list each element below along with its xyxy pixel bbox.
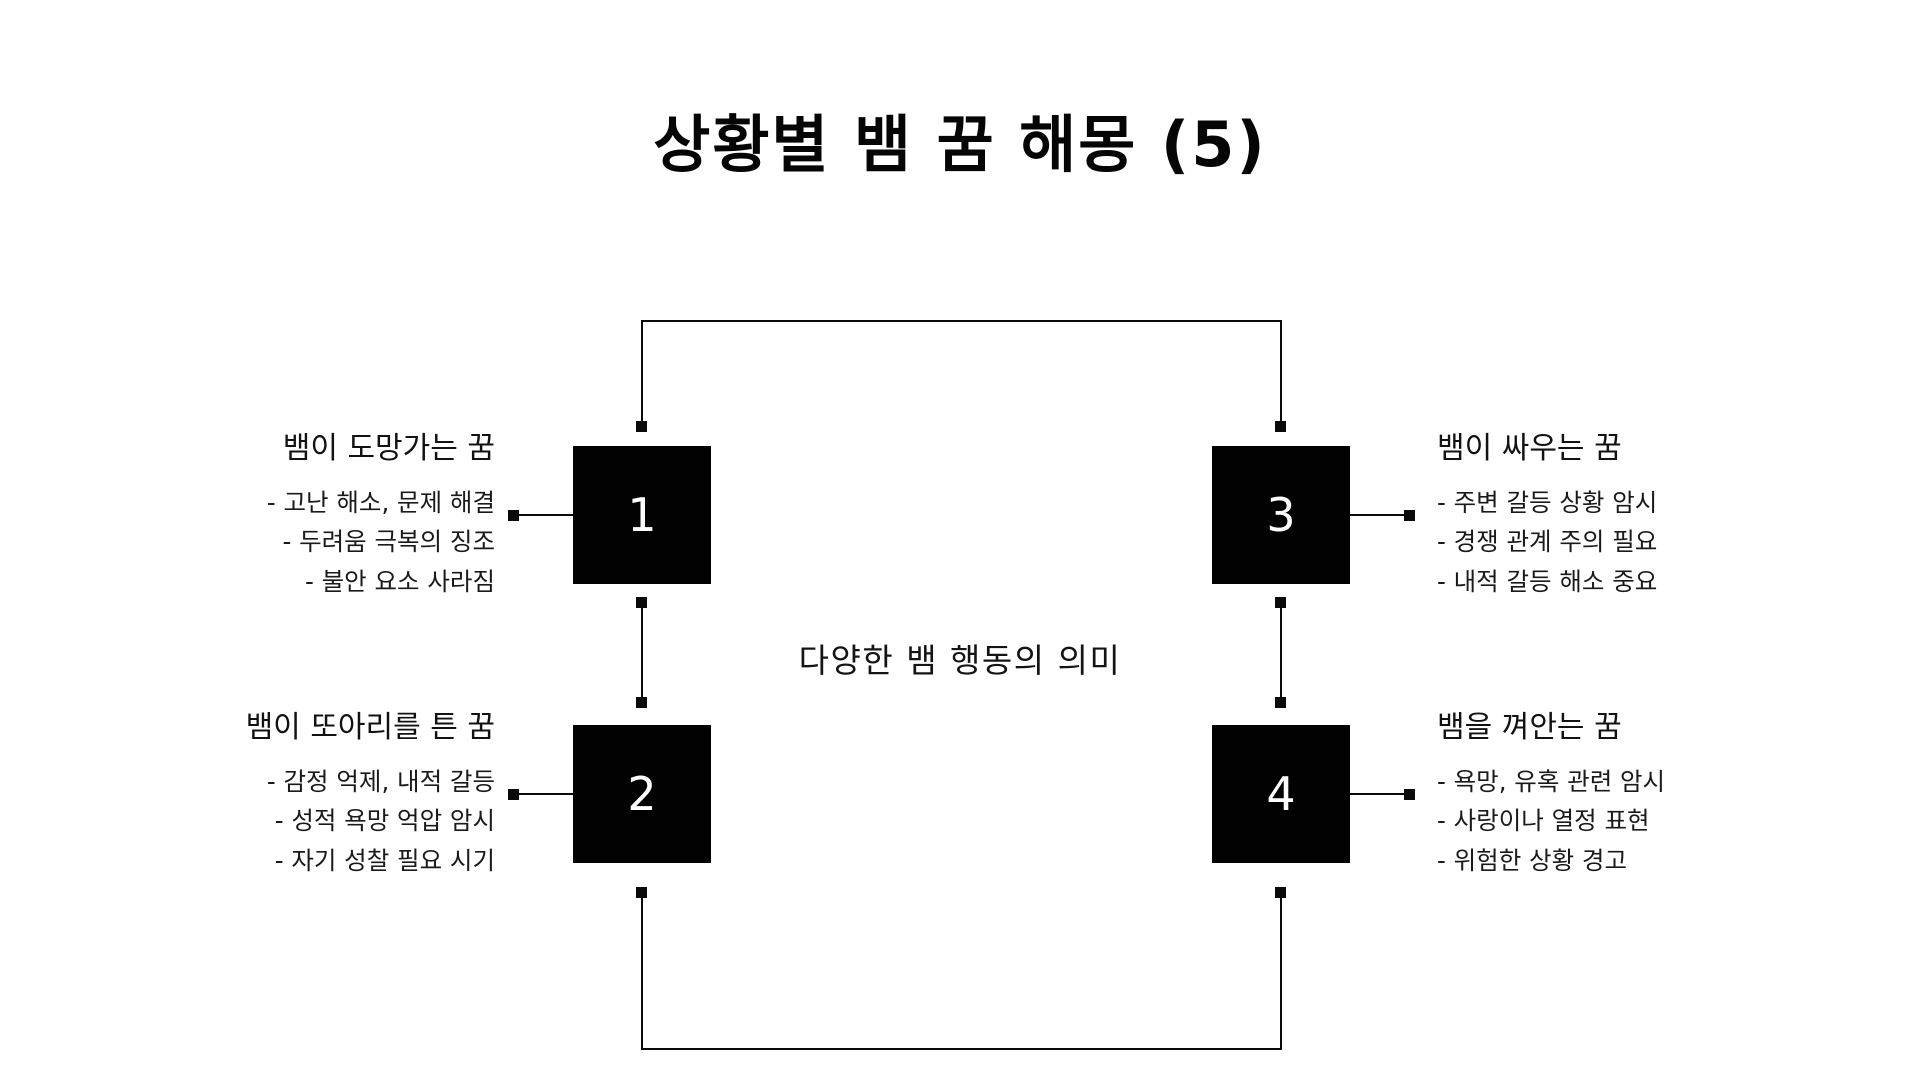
connector-node3-label (1350, 514, 1412, 516)
page-title: 상황별 뱀 꿈 해몽 (5) (653, 108, 1267, 181)
label-bullet: - 불안 요소 사라짐 (305, 566, 495, 596)
connector-node4-label (1350, 793, 1412, 795)
connector-endpoint-marker (636, 421, 647, 432)
label-bullet: - 욕망, 유혹 관련 암시 (1437, 766, 1666, 796)
connector-endpoint-marker (1404, 510, 1415, 521)
label-bullet: - 경쟁 관계 주의 필요 (1437, 527, 1658, 557)
label-bullet: - 성적 욕망 억압 암시 (274, 806, 495, 836)
label-bullet-list-4: - 욕망, 유혹 관련 암시 - 사랑이나 열정 표현 - 위험한 상황 경고 (1437, 762, 1767, 881)
connector-endpoint-marker (1275, 421, 1286, 432)
node-number-4: 4 (1266, 767, 1296, 821)
connector-top-right-vertical (1280, 320, 1282, 428)
connector-bottom-right-vertical (1280, 890, 1282, 1050)
node-number-3: 3 (1266, 488, 1296, 542)
label-bullet-list-3: - 주변 갈등 상황 암시 - 경쟁 관계 주의 필요 - 내적 갈등 해소 중… (1437, 483, 1767, 602)
connector-endpoint-marker (508, 510, 519, 521)
label-block-3: 뱀이 싸우는 꿈 - 주변 갈등 상황 암시 - 경쟁 관계 주의 필요 - 내… (1437, 431, 1767, 602)
label-bullet: - 자기 성찰 필요 시기 (274, 845, 495, 875)
label-bullet: - 내적 갈등 해소 중요 (1437, 566, 1658, 596)
node-box-3[interactable]: 3 (1212, 446, 1350, 584)
label-bullet: - 두려움 극복의 징조 (282, 527, 495, 557)
center-caption: 다양한 뱀 행동의 의미 (798, 641, 1122, 680)
label-bullet: - 사랑이나 열정 표현 (1437, 806, 1650, 836)
connector-node3-node4 (1280, 600, 1282, 704)
connector-node1-label (513, 514, 575, 516)
label-block-2: 뱀이 또아리를 튼 꿈 - 감정 억제, 내적 갈등 - 성적 욕망 억압 암시… (165, 710, 495, 881)
connector-endpoint-marker (636, 887, 647, 898)
label-bullet: - 고난 해소, 문제 해결 (266, 487, 495, 517)
connector-node1-node2 (641, 600, 643, 704)
connector-node2-label (513, 793, 575, 795)
label-block-4: 뱀을 껴안는 꿈 - 욕망, 유혹 관련 암시 - 사랑이나 열정 표현 - 위… (1437, 710, 1767, 881)
connector-endpoint-marker (636, 697, 647, 708)
label-heading-4: 뱀을 껴안는 꿈 (1437, 710, 1622, 745)
label-bullet: - 감정 억제, 내적 갈등 (266, 766, 495, 796)
node-box-4[interactable]: 4 (1212, 725, 1350, 863)
connector-top-horizontal (641, 320, 1282, 322)
label-heading-2: 뱀이 또아리를 튼 꿈 (245, 710, 495, 745)
connector-bottom-left-vertical (641, 890, 643, 1050)
connector-endpoint-marker (508, 789, 519, 800)
node-number-1: 1 (627, 488, 657, 542)
connector-endpoint-marker (636, 597, 647, 608)
label-bullet: - 주변 갈등 상황 암시 (1437, 487, 1658, 517)
node-box-2[interactable]: 2 (573, 725, 711, 863)
label-bullet: - 위험한 상황 경고 (1437, 845, 1627, 875)
connector-endpoint-marker (1404, 789, 1415, 800)
connector-top-left-vertical (641, 320, 643, 428)
connector-endpoint-marker (1275, 597, 1286, 608)
label-bullet-list-2: - 감정 억제, 내적 갈등 - 성적 욕망 억압 암시 - 자기 성찰 필요 … (165, 762, 495, 881)
connector-endpoint-marker (1275, 887, 1286, 898)
node-box-1[interactable]: 1 (573, 446, 711, 584)
node-number-2: 2 (627, 767, 657, 821)
connector-endpoint-marker (1275, 697, 1286, 708)
label-bullet-list-1: - 고난 해소, 문제 해결 - 두려움 극복의 징조 - 불안 요소 사라짐 (165, 483, 495, 602)
label-heading-1: 뱀이 도망가는 꿈 (282, 431, 495, 466)
label-block-1: 뱀이 도망가는 꿈 - 고난 해소, 문제 해결 - 두려움 극복의 징조 - … (165, 431, 495, 602)
label-heading-3: 뱀이 싸우는 꿈 (1437, 431, 1622, 466)
connector-bottom-horizontal (641, 1048, 1282, 1050)
